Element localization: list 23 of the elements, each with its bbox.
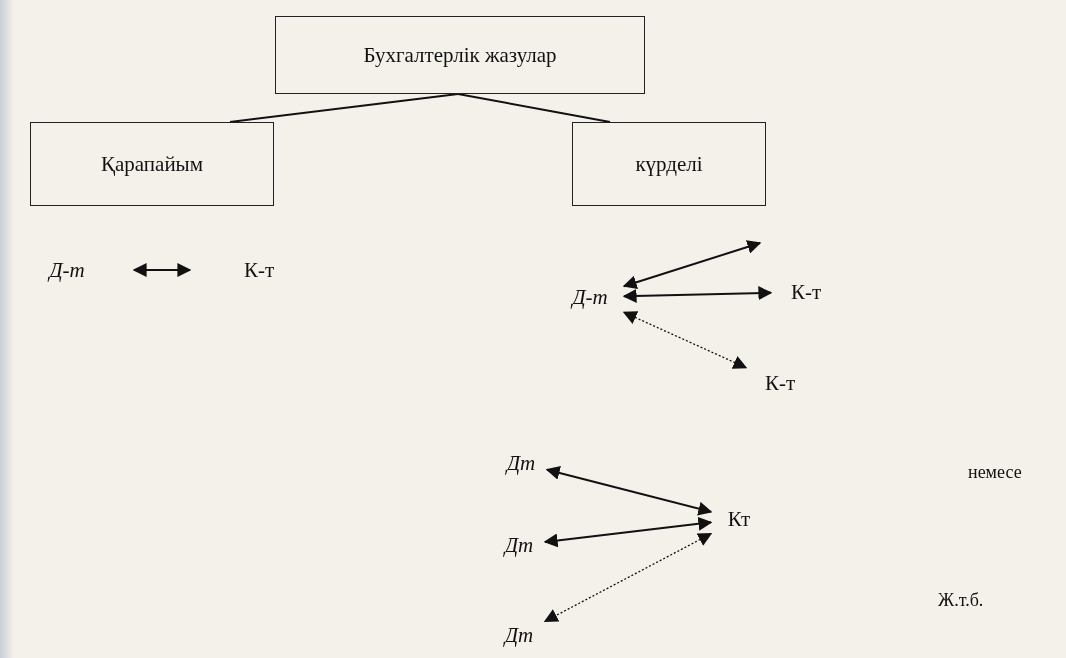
arrow [622,286,773,303]
connector-line [457,93,611,123]
account-label: Дт [496,620,542,650]
arrow [543,533,713,622]
category-box: күрделі [572,122,766,206]
note-text: Ж.т.б. [938,590,984,611]
arrow [132,263,192,277]
arrow [543,516,713,548]
account-label: К-т [749,368,811,398]
arrow [622,240,762,290]
arrow [622,311,748,369]
arrow [545,466,713,516]
note-text: немесе [968,462,1022,483]
account-label: Д-т [36,255,98,285]
account-label: К-т [774,277,838,307]
account-label: Дт [496,530,542,560]
account-label: Дт [498,448,544,478]
account-label: Кт [714,504,764,534]
account-label: К-т [226,255,292,285]
account-label: Д-т [559,282,621,312]
connector-line [229,93,459,123]
category-box: Қарапайым [30,122,274,206]
category-box: Бухгалтерлік жазулар [275,16,645,94]
